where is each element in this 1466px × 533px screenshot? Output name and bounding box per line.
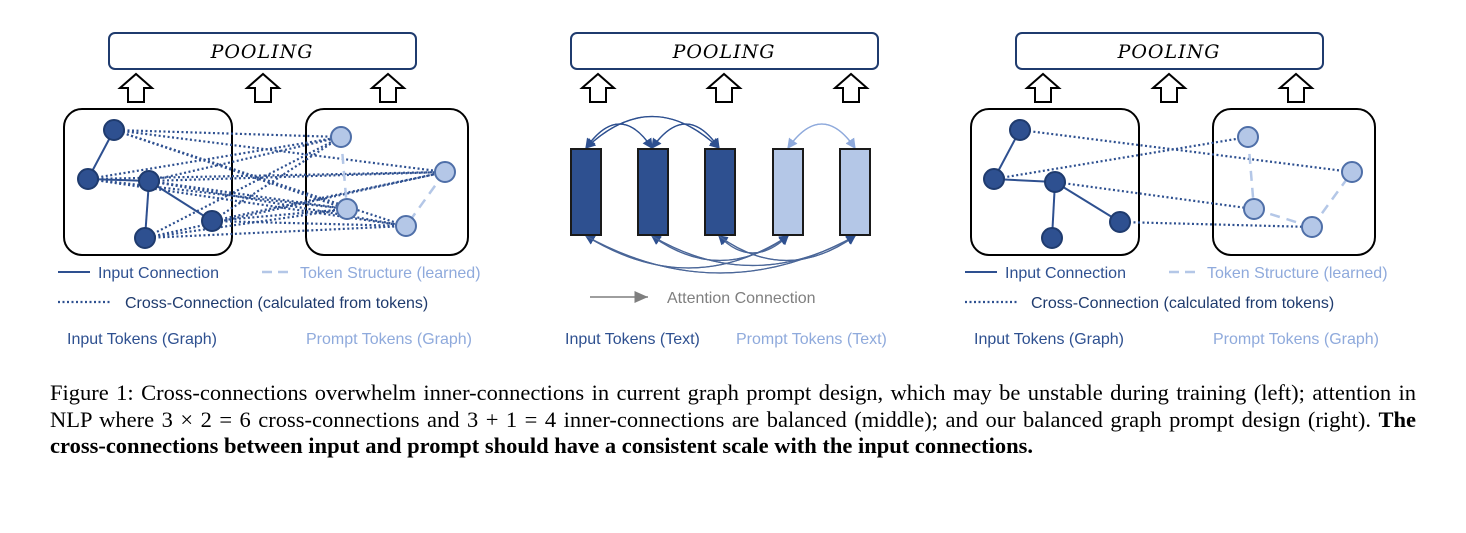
input-node	[1009, 119, 1031, 141]
prompt-node	[1243, 198, 1265, 220]
prompt-graph-box	[305, 108, 469, 256]
prompt-graph-box	[1212, 108, 1376, 256]
input-token-bar	[637, 148, 669, 236]
caption-lead: Figure 1:	[50, 380, 142, 405]
legend-cross-connection: Cross-Connection (calculated from tokens…	[125, 295, 428, 312]
up-arrow-icon	[1150, 72, 1188, 103]
token-structure	[1246, 136, 1354, 229]
attention-arcs-top	[585, 116, 720, 150]
prompt-node	[1341, 161, 1363, 183]
input-node	[103, 119, 125, 141]
up-arrow-icon	[369, 72, 407, 103]
middle-panel: POOLING	[565, 32, 887, 348]
legend-attention-connection: Attention Connection	[667, 290, 816, 307]
figure-caption: Figure 1: Cross-connections overwhelm in…	[50, 380, 1416, 460]
attention-arcs-bottom	[584, 235, 857, 274]
token-structure	[339, 136, 447, 227]
up-arrow-icon	[117, 72, 155, 103]
label-input-tokens: Input Tokens (Graph)	[974, 331, 1124, 348]
left-panel: POOLING	[58, 32, 481, 348]
cross-connections	[993, 128, 1353, 229]
label-input-tokens: Input Tokens (Graph)	[67, 331, 217, 348]
prompt-token-bar	[772, 148, 804, 236]
up-arrow-icon	[1024, 72, 1062, 103]
input-token-bar	[704, 148, 736, 236]
input-node	[201, 210, 223, 232]
label-prompt-tokens: Prompt Tokens (Graph)	[306, 331, 472, 348]
legend-input-connection: Input Connection	[1005, 265, 1126, 282]
input-graph-box	[970, 108, 1140, 256]
prompt-node	[395, 215, 417, 237]
cross-connections	[87, 128, 446, 240]
label-input-tokens-text: Input Tokens (Text)	[565, 331, 700, 348]
legend-token-structure: Token Structure (learned)	[1207, 265, 1388, 282]
pooling-label: POOLING	[672, 41, 776, 63]
figure-diagram: POOLING	[58, 32, 1388, 348]
input-node	[1044, 171, 1066, 193]
prompt-token-bar	[839, 148, 871, 236]
up-arrow-icon	[832, 72, 870, 103]
label-prompt-tokens-text: Prompt Tokens (Text)	[736, 331, 887, 348]
input-node	[983, 168, 1005, 190]
pooling-label: POOLING	[1117, 41, 1221, 63]
legend-cross-connection: Cross-Connection (calculated from tokens…	[1031, 295, 1334, 312]
right-panel: POOLING	[965, 32, 1388, 348]
prompt-arcs-top	[787, 123, 856, 150]
input-node	[77, 168, 99, 190]
prompt-node	[336, 198, 358, 220]
up-arrow-icon	[1277, 72, 1315, 103]
prompt-node	[434, 161, 456, 183]
label-prompt-tokens: Prompt Tokens (Graph)	[1213, 331, 1379, 348]
pooling-box	[1015, 32, 1324, 70]
caption-bold: The cross-connections between input and …	[50, 406, 1416, 459]
input-token-bar	[570, 148, 602, 236]
input-node	[1109, 211, 1131, 233]
up-arrow-icon	[244, 72, 282, 103]
input-node	[138, 170, 160, 192]
caption-text: Cross-connections overwhelm inner-connec…	[50, 380, 1417, 432]
up-arrow-icon	[579, 72, 617, 103]
pooling-box	[570, 32, 879, 70]
prompt-node	[330, 126, 352, 148]
pooling-label: POOLING	[210, 41, 314, 63]
prompt-node	[1237, 126, 1259, 148]
input-graph-box	[63, 108, 233, 256]
legend-input-connection: Input Connection	[98, 265, 219, 282]
input-node	[134, 227, 156, 249]
up-arrow-icon	[705, 72, 743, 103]
input-node	[1041, 227, 1063, 249]
legend-token-structure: Token Structure (learned)	[300, 265, 481, 282]
prompt-node	[1301, 216, 1323, 238]
pooling-box	[108, 32, 417, 70]
